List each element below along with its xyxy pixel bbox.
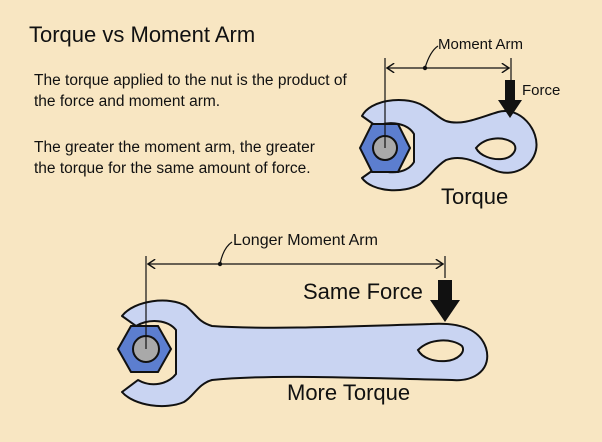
bottom-caption: More Torque	[287, 380, 411, 405]
top-force-arrow	[498, 80, 522, 118]
bottom-wrench-hole	[416, 339, 464, 363]
top-moment-arm-label: Moment Arm	[438, 36, 524, 53]
explanation-paragraph-2: The greater the moment arm, the greater …	[34, 139, 315, 177]
top-force-label: Force	[522, 82, 561, 99]
explanation-paragraph-1: The torque applied to the nut is the pro…	[34, 72, 347, 110]
bottom-wrench	[116, 299, 489, 408]
bottom-wrench-body	[121, 299, 489, 408]
bottom-force-arrow	[430, 280, 460, 322]
bottom-moment-arm-label: Longer Moment Arm	[233, 232, 378, 249]
bottom-force-label: Same Force	[303, 279, 423, 304]
bottom-moment-arm-dimension	[145, 241, 446, 349]
page-title: Torque vs Moment Arm	[29, 22, 256, 47]
top-moment-arm-dimension	[384, 45, 512, 148]
top-wrench-hole	[474, 137, 517, 161]
top-caption: Torque	[441, 184, 509, 209]
